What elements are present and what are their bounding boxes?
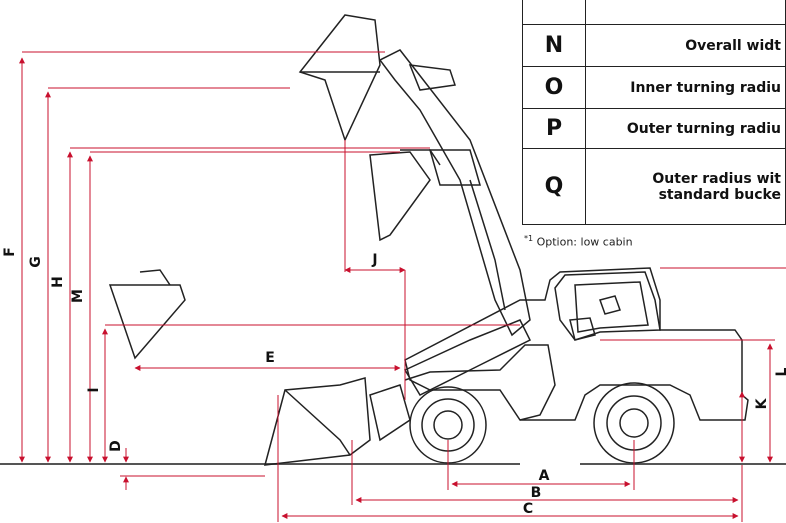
bucket-top <box>298 14 381 143</box>
spec-table: N Overall widt O Inner turning radiu P O… <box>522 0 786 225</box>
spec-desc: Overall widt <box>585 24 786 67</box>
bucket-ground <box>263 377 371 466</box>
spec-row-q: Q Outer radius wit standard bucke <box>522 148 786 225</box>
loader-machine <box>108 14 749 466</box>
spec-row-o: O Inner turning radiu <box>522 66 786 109</box>
spec-desc <box>585 0 786 25</box>
spec-letter: N <box>522 24 586 67</box>
spec-letter <box>522 0 586 25</box>
bucket-left <box>108 284 186 360</box>
spec-desc: Inner turning radiu <box>585 66 786 109</box>
footnote-marker: *1 <box>524 234 534 243</box>
footnote-text: Option: low cabin <box>536 235 633 249</box>
spec-row-p: P Outer turning radiu <box>522 108 786 149</box>
spec-letter: O <box>522 66 586 109</box>
dim-label-h: H <box>50 276 66 288</box>
dim-label-c: C <box>523 501 533 517</box>
footnote: *1 Option: low cabin <box>524 234 633 249</box>
dim-label-g: G <box>28 256 44 268</box>
dim-label-m: M <box>70 289 86 303</box>
spec-row-n: N Overall widt <box>522 24 786 67</box>
spec-desc-line2: standard bucke <box>658 186 781 203</box>
dim-label-f: F <box>2 247 18 257</box>
dim-label-k: K <box>754 397 770 409</box>
dim-label-a: A <box>539 468 550 484</box>
spec-desc: Outer turning radiu <box>585 108 786 149</box>
dim-label-d: D <box>108 440 124 452</box>
dim-label-e: E <box>265 350 275 366</box>
dim-label-b: B <box>531 485 542 501</box>
spec-desc: Outer radius wit standard bucke <box>585 148 786 225</box>
spec-letter: Q <box>522 148 586 225</box>
boom-arm <box>378 49 531 337</box>
bucket-middle <box>369 151 431 242</box>
spec-row-header <box>522 0 786 25</box>
dim-label-j: J <box>371 252 377 268</box>
dim-label-l: L <box>774 367 786 376</box>
spec-desc-line1: Outer radius wit <box>652 170 781 187</box>
dim-label-i: I <box>86 387 102 392</box>
spec-letter: P <box>522 108 586 149</box>
